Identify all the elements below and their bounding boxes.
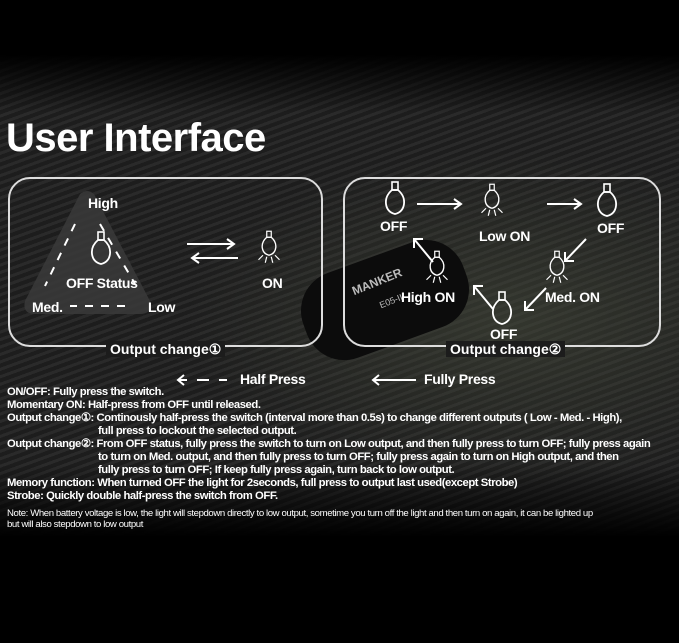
state-low-on: Low ON xyxy=(479,228,531,244)
mode-med-label: Med. xyxy=(32,299,63,315)
state-med-on: Med. ON xyxy=(545,289,600,305)
instruction-output-change-2-cont: to turn on Med. output, and then fully p… xyxy=(98,451,619,463)
arrow-down-left-icon xyxy=(524,287,547,311)
note-text: Note: When battery voltage is low, the l… xyxy=(7,508,593,519)
bulb-off-icon xyxy=(90,231,112,265)
instruction-output-change-2: Output change②: From OFF status, fully p… xyxy=(7,438,651,450)
bulb-on-icon xyxy=(480,183,504,217)
bulb-on-icon xyxy=(545,250,569,284)
mode-low-label: Low xyxy=(148,299,176,315)
output-change-2-caption: Output change② xyxy=(440,341,571,358)
mode-triangle xyxy=(24,191,151,314)
solid-arrow-left-icon xyxy=(371,374,416,386)
arrow-right-icon xyxy=(417,198,463,210)
instruction-on-off: ON/OFF: Fully press the switch. xyxy=(7,386,164,398)
arrow-right-icon xyxy=(547,198,583,210)
instruction-output-change-1: Output change①: Continously half-press t… xyxy=(7,412,622,424)
instruction-memory: Memory function: When turned OFF the lig… xyxy=(7,477,518,489)
instruction-momentary: Momentary ON: Half-press from OFF until … xyxy=(7,399,261,411)
fully-press-legend: Fully Press xyxy=(424,371,496,387)
state-off-2: OFF xyxy=(597,220,625,236)
state-off-1: OFF xyxy=(380,218,408,234)
instruction-output-change-1-cont: full press to lockout the selected outpu… xyxy=(98,425,297,437)
instruction-output-change-2-cont: fully press to turn OFF; If keep fully p… xyxy=(98,464,455,476)
output-change-1-caption: Output change① xyxy=(100,341,231,358)
on-label: ON xyxy=(262,275,283,291)
note-text-cont: but will also stepdown to low output xyxy=(7,519,143,530)
arrow-up-left-icon xyxy=(473,285,494,310)
arrow-up-left-icon xyxy=(413,238,434,263)
bulb-on-icon xyxy=(257,230,281,264)
state-high-on: High ON xyxy=(401,289,455,305)
dashed-arrow-left-icon xyxy=(176,374,227,386)
half-press-legend: Half Press xyxy=(240,371,306,387)
instruction-strobe: Strobe: Quickly double half-press the sw… xyxy=(7,490,278,502)
toggle-arrows-icon xyxy=(187,238,238,264)
page-title: User Interface xyxy=(6,116,266,160)
arrow-down-left-icon xyxy=(564,238,587,262)
state-off-3: OFF xyxy=(490,326,518,342)
mode-high-label: High xyxy=(88,195,118,211)
off-status-label: OFF Status xyxy=(66,275,138,291)
